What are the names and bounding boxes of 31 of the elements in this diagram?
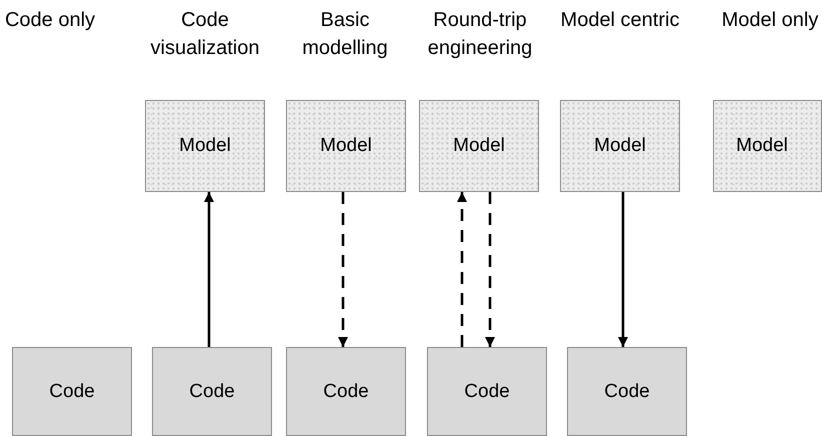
box-label: Code bbox=[604, 380, 650, 402]
box-label: Code bbox=[189, 380, 235, 402]
arrow bbox=[485, 192, 495, 347]
box-label: Code bbox=[49, 380, 95, 402]
column-heading: Round-trip engineering bbox=[426, 8, 534, 61]
box-label: Model bbox=[594, 135, 646, 157]
column-heading: Code visualization bbox=[150, 8, 260, 61]
code-box bbox=[567, 347, 687, 436]
code-box bbox=[427, 347, 547, 436]
box-label: Model bbox=[179, 135, 231, 157]
code-box bbox=[12, 347, 132, 436]
model-box bbox=[419, 100, 539, 192]
model-box bbox=[145, 100, 265, 192]
code-box bbox=[286, 347, 406, 436]
model-box bbox=[560, 100, 680, 192]
model-box bbox=[713, 100, 822, 192]
model-box bbox=[286, 100, 406, 192]
arrow bbox=[338, 192, 348, 347]
box-label: Code bbox=[464, 380, 510, 402]
column-heading: Model only bbox=[720, 8, 820, 33]
box-label: Model bbox=[320, 135, 372, 157]
arrow bbox=[618, 192, 628, 347]
box-label: Code bbox=[323, 380, 369, 402]
arrow bbox=[204, 192, 214, 347]
box-label: Model bbox=[736, 135, 788, 157]
box-label: Model bbox=[453, 135, 505, 157]
arrow bbox=[457, 192, 467, 347]
column-heading: Basic modelling bbox=[301, 8, 389, 61]
column-heading: Code only bbox=[4, 8, 96, 33]
column-heading: Model centric bbox=[560, 8, 680, 33]
code-box bbox=[152, 347, 272, 436]
